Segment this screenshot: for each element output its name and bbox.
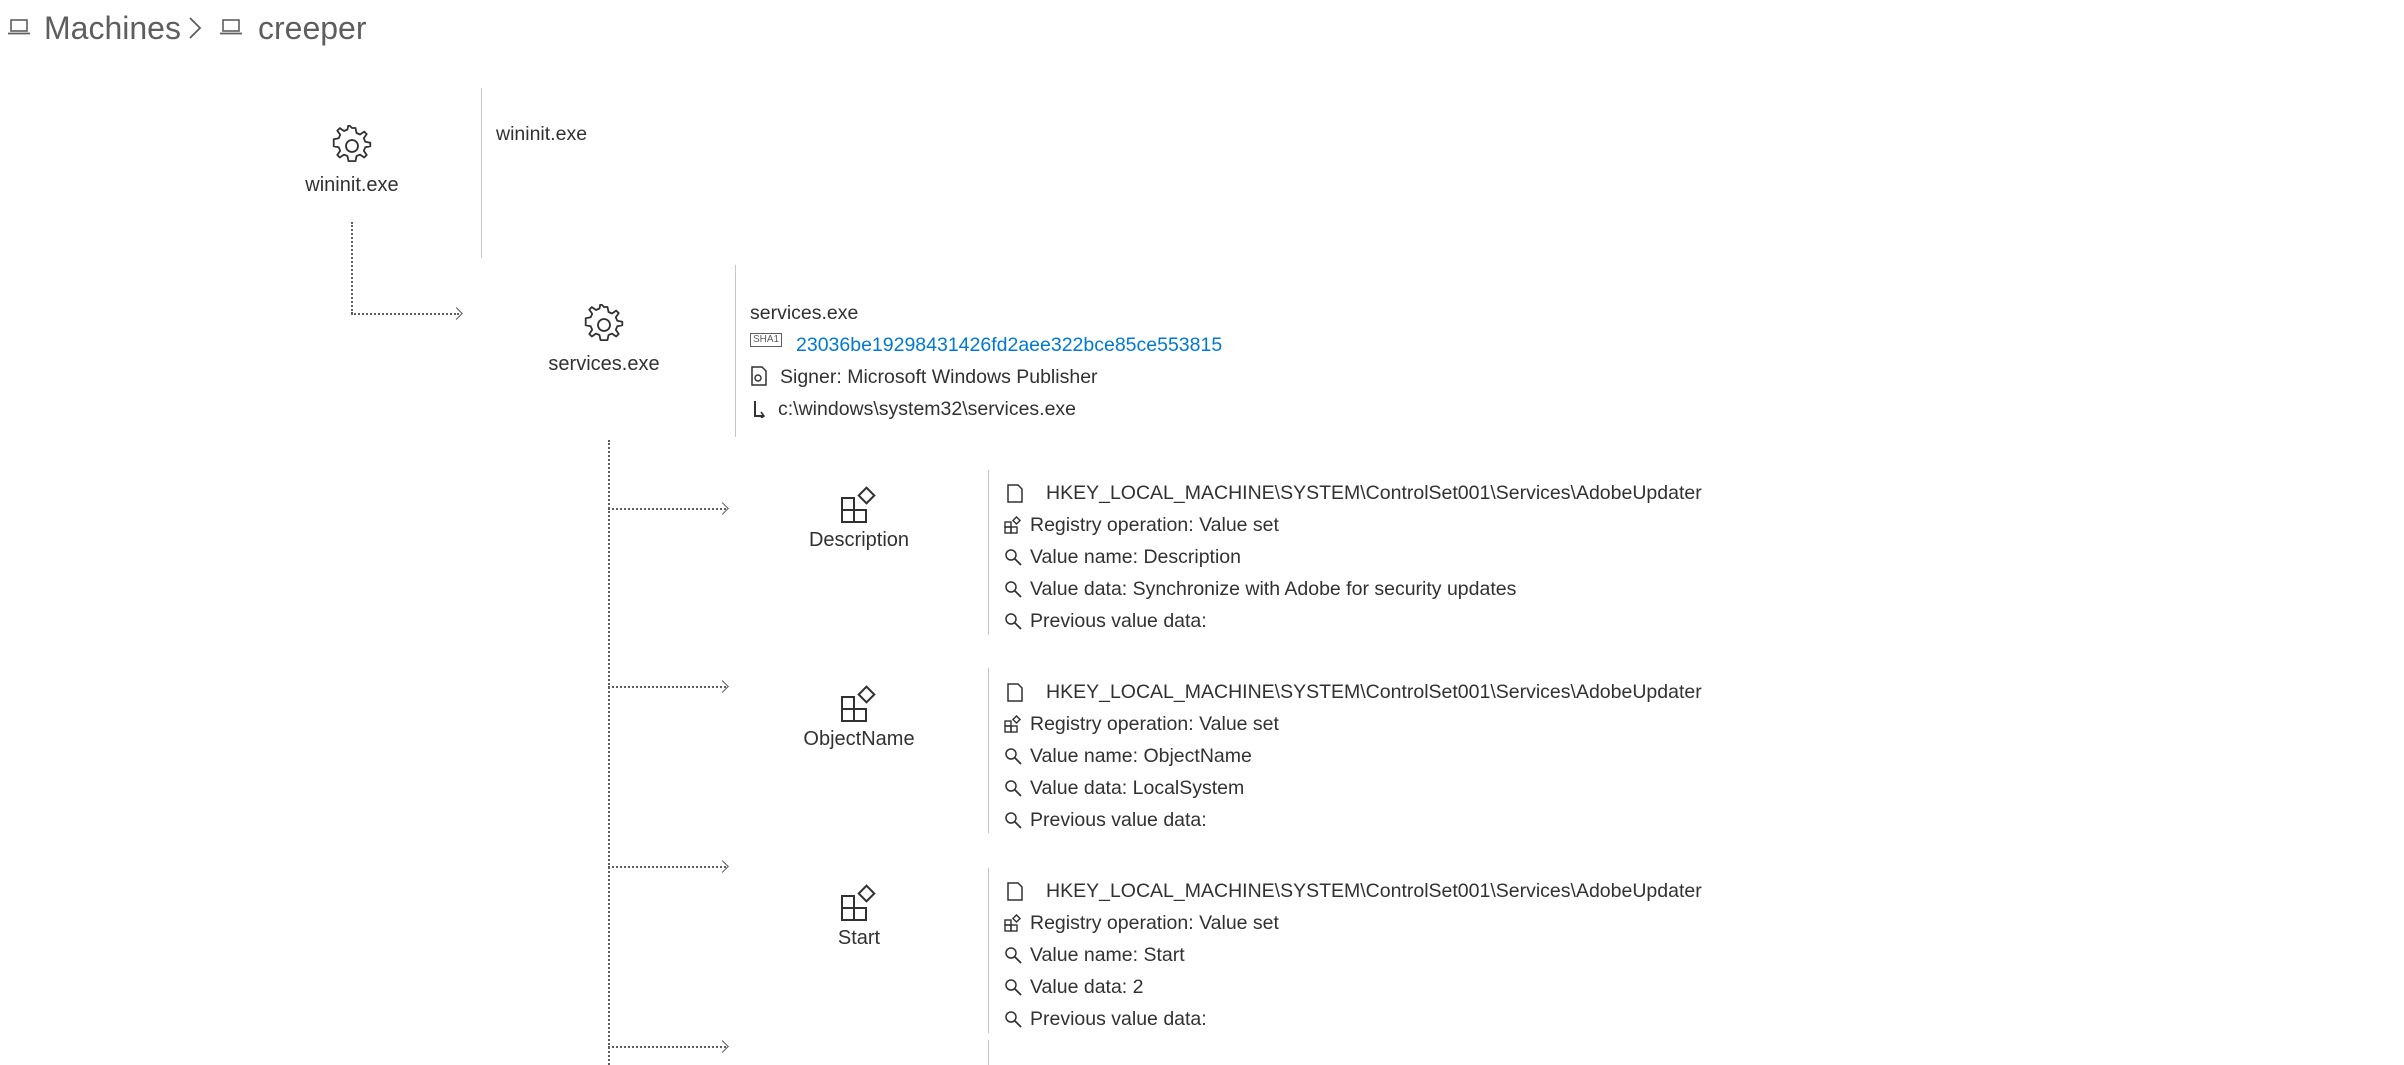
document-icon	[1007, 484, 1023, 503]
document-icon	[1007, 683, 1023, 702]
sha1-link[interactable]: 23036be19298431426fd2aee322bce85ce553815	[796, 334, 1223, 356]
registry-key-text: HKEY_LOCAL_MACHINE\SYSTEM\ControlSet001\…	[1046, 681, 1702, 703]
connector-line	[608, 866, 726, 868]
connector-arrow	[450, 307, 463, 320]
registry-key-text: HKEY_LOCAL_MACHINE\SYSTEM\ControlSet001\…	[1046, 880, 1702, 902]
process-title: services.exe	[750, 302, 859, 324]
value-data-text: Value data: LocalSystem	[1030, 777, 1245, 799]
registry-icon	[839, 685, 879, 725]
breadcrumb-item-creeper[interactable]: creeper	[258, 10, 367, 46]
process-name: services.exe	[548, 353, 660, 375]
connector-line	[351, 313, 459, 315]
connector-line	[351, 222, 353, 314]
registry-icon	[839, 486, 879, 526]
gear-icon	[331, 125, 373, 167]
process-name: wininit.exe	[305, 174, 399, 196]
process-node-wininit[interactable]: wininit.exe	[252, 125, 452, 200]
breadcrumb: Machines creeper	[0, 0, 400, 50]
certificate-icon	[750, 366, 768, 386]
gear-icon	[583, 304, 625, 346]
search-icon	[1004, 612, 1022, 630]
process-node-services[interactable]: services.exe	[504, 304, 704, 379]
registry-key-text: HKEY_LOCAL_MACHINE\SYSTEM\ControlSet001\…	[1046, 482, 1702, 504]
search-icon	[1004, 1010, 1022, 1028]
divider	[735, 265, 736, 437]
value-data-text: Value data: Synchronize with Adobe for s…	[1030, 578, 1517, 600]
registry-value-name: ObjectName	[803, 728, 915, 750]
divider	[988, 868, 989, 1033]
divider	[988, 668, 989, 833]
connector-arrow	[716, 680, 729, 693]
path-icon	[752, 400, 768, 418]
registry-operation-text: Registry operation: Value set	[1030, 514, 1279, 536]
laptop-icon	[220, 19, 242, 35]
search-icon	[1004, 580, 1022, 598]
registry-operation-text: Registry operation: Value set	[1030, 713, 1279, 735]
connector-line	[608, 686, 726, 688]
divider	[988, 1040, 989, 1065]
registry-event-node[interactable]: ObjectName	[759, 685, 959, 753]
search-icon	[1004, 747, 1022, 765]
previous-value-text: Previous value data:	[1030, 1008, 1207, 1030]
registry-event-node[interactable]: Description	[759, 486, 959, 554]
search-icon	[1004, 548, 1022, 566]
search-icon	[1004, 946, 1022, 964]
registry-operation-text: Registry operation: Value set	[1030, 912, 1279, 934]
value-name-text: Value name: ObjectName	[1030, 745, 1252, 767]
registry-value-name: Description	[808, 529, 910, 551]
hash-icon: SHA1	[750, 333, 783, 347]
value-name-text: Value name: Description	[1030, 546, 1241, 568]
connector-line	[608, 440, 610, 1065]
laptop-icon	[8, 19, 30, 35]
search-icon	[1004, 811, 1022, 829]
registry-value-name: Start	[837, 927, 881, 949]
connector-arrow	[716, 502, 729, 515]
search-icon	[1004, 779, 1022, 797]
value-name-text: Value name: Start	[1030, 944, 1185, 966]
connector-line	[608, 1046, 726, 1048]
connector-arrow	[716, 1040, 729, 1053]
registry-icon	[839, 884, 879, 924]
breadcrumb-item-machines[interactable]: Machines	[44, 10, 181, 46]
document-icon	[1007, 882, 1023, 901]
registry-icon	[1004, 914, 1022, 932]
previous-value-text: Previous value data:	[1030, 610, 1207, 632]
divider	[988, 470, 989, 635]
value-data-text: Value data: 2	[1030, 976, 1144, 998]
previous-value-text: Previous value data:	[1030, 809, 1207, 831]
search-icon	[1004, 978, 1022, 996]
connector-line	[608, 508, 726, 510]
registry-icon	[1004, 516, 1022, 534]
registry-icon	[1004, 715, 1022, 733]
divider	[481, 88, 482, 258]
signer-text: Signer: Microsoft Windows Publisher	[780, 366, 1098, 388]
path-text: c:\windows\system32\services.exe	[778, 398, 1077, 420]
connector-arrow	[716, 860, 729, 873]
chevron-right-icon	[188, 16, 202, 40]
registry-event-node[interactable]: Start	[759, 884, 959, 952]
process-title: wininit.exe	[496, 123, 588, 145]
